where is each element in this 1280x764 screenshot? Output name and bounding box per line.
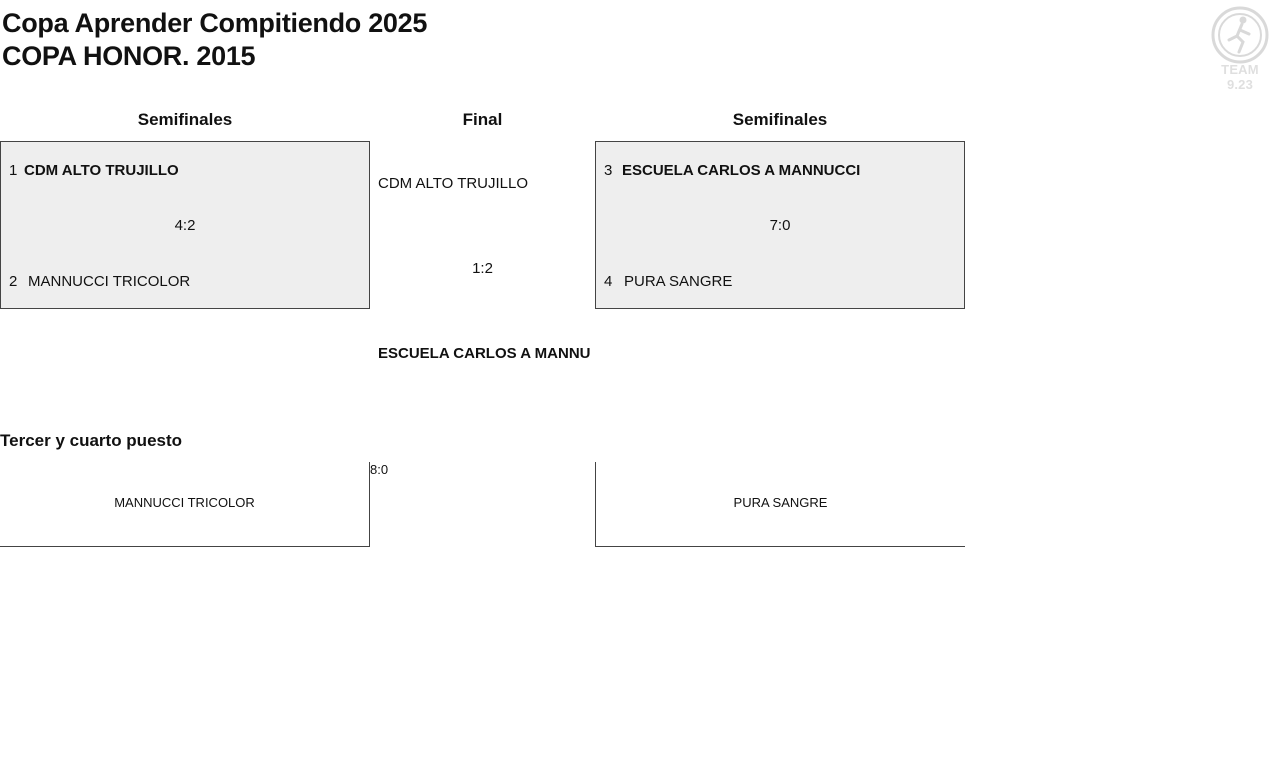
third-place-team-1-box[interactable]: MANNUCCI TRICOLOR (0, 462, 370, 547)
team-name: MANNUCCI TRICOLOR (114, 495, 255, 510)
final-score: 1:2 (472, 260, 493, 277)
seed-number: 4 (604, 273, 613, 290)
semifinal-left-match[interactable]: 1 CDM ALTO TRUJILLO 4:2 2 MANNUCCI TRICO… (0, 141, 370, 309)
seed-number: 3 (604, 162, 613, 179)
final-team-2[interactable]: ESCUELA CARLOS A MANNU (378, 345, 591, 362)
seed-number: 2 (9, 273, 18, 290)
team-name: PURA SANGRE (733, 495, 828, 510)
final-team-1[interactable]: CDM ALTO TRUJILLO (378, 175, 529, 192)
runner-emblem-icon (1211, 6, 1269, 64)
semifinal-right-match[interactable]: 3 ESCUELA CARLOS A MANNUCCI 7:0 4 PURA S… (595, 141, 965, 309)
match-score: 4:2 (174, 217, 196, 234)
final-heading: Final (462, 110, 503, 129)
third-place-score: 8:0 (370, 462, 389, 477)
page-title: Copa Aprender Compitiendo 2025 (2, 8, 428, 38)
team-logo: TEAM 9.23 (1209, 6, 1271, 92)
third-place-heading: Tercer y cuarto puesto (0, 431, 183, 450)
semifinal-left-heading: Semifinales (137, 110, 233, 129)
team-name: CDM ALTO TRUJILLO (24, 162, 179, 179)
team-name: PURA SANGRE (624, 273, 733, 290)
match-score: 7:0 (769, 217, 791, 234)
page-subtitle: COPA HONOR. 2015 (2, 41, 256, 71)
semifinal-right-heading: Semifinales (732, 110, 828, 129)
seed-number: 1 (9, 162, 18, 179)
logo-text: TEAM 9.23 (1221, 62, 1259, 92)
team-name: MANNUCCI TRICOLOR (28, 273, 191, 290)
team-name: ESCUELA CARLOS A MANNUCCI (622, 162, 861, 179)
third-place-team-2-box[interactable]: PURA SANGRE (595, 462, 965, 547)
